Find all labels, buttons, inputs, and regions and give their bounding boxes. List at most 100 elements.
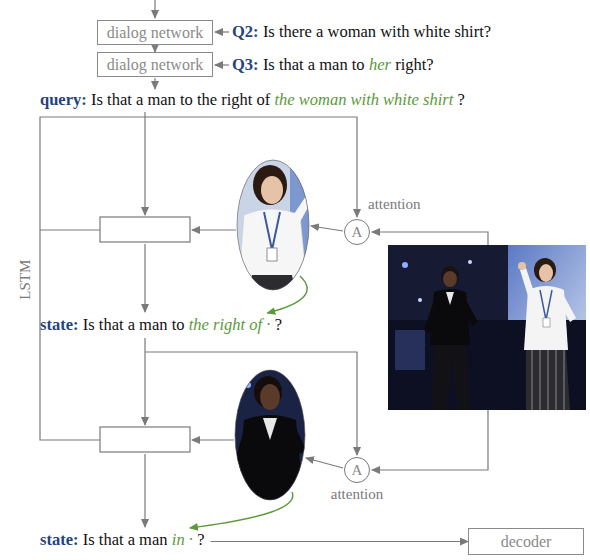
cropped-region [248,275,296,295]
scene-photo [443,271,457,287]
cropped-region [253,165,287,205]
scene-photo [432,345,470,410]
flow-lines [144,338,145,425]
scene-photo [524,286,568,350]
state-line: state: Is that a manin ·? [40,531,205,550]
flow-lines [144,244,145,312]
caption-text: attention [368,196,421,213]
scene-photo [532,350,564,410]
caption-text: LSTM [17,260,34,300]
cropped-region [267,248,277,261]
flow-lines [215,64,229,65]
scene-photo [560,296,576,322]
line-head: query: [40,91,87,110]
flow-lines [372,232,488,245]
scene-photo [518,262,526,270]
cropped-region [230,155,320,295]
lstm-cell [100,217,190,452]
highlight-phrase: her [369,56,391,75]
cropped-region [260,384,280,410]
box-label: dialog network [107,56,203,74]
flow-lines [192,439,234,440]
attention-symbol: A [352,462,363,479]
cropped-region [245,382,251,388]
flow-lines [306,458,343,468]
cropped-region [305,189,315,199]
line-head: Q2: [232,23,259,42]
flow-lines [40,117,357,440]
sentence-text: Is that a man to [83,316,185,335]
scene-photo [402,262,408,268]
cropped-region [235,370,305,500]
flow-lines [154,78,155,89]
scene-photo [395,330,425,370]
scene-photo [462,300,478,326]
flow-lines [192,229,236,230]
highlight-phrase: in · [172,531,193,550]
flow-lines [311,226,343,231]
scene-photo [388,245,586,410]
attention-caption: attention [368,196,421,213]
flow-lines [215,31,229,32]
attention-caption: attention [331,486,384,503]
question-line: Q2:Is there a woman with white shirt? [232,23,491,42]
lstm-cell [100,427,190,452]
cropped-region [230,365,315,505]
attention-circle: A [344,219,370,245]
scene-photo [540,290,552,320]
highlight-phrase: the woman with white shirt [274,91,453,110]
box-label: dialog network [107,24,203,42]
lstm-caption: LSTM [17,260,34,300]
scene-photo [388,245,586,410]
scene-photo [446,292,454,305]
query-line: query:Is that a man to the right ofthe w… [40,91,465,110]
state-line: state:Is that a man tothe right of ·? [40,316,282,335]
caption-text: attention [331,486,384,503]
sentence-text: ? [275,316,282,335]
lstm-cell [100,217,190,242]
cropped-region [290,428,306,454]
decoder-box: decoder [468,528,584,555]
sentence-text: ? [197,531,204,550]
cropped-region [230,155,320,295]
sentence-text: right? [395,56,434,75]
scene-photo [520,268,534,296]
flow-lines [154,0,155,18]
scene-photo [418,298,422,302]
flow-lines [40,229,100,230]
question-line: Q3:Is that a man toherright? [232,56,434,75]
cropped-region [264,212,280,250]
highlight-phrase: the right of · [189,316,271,335]
flow-lines [372,410,488,470]
cropped-region [238,209,308,295]
sentence-text: Is that a man to the right of [91,91,270,110]
cropped-region [236,415,304,505]
scene-photo [441,266,459,286]
scene-photo [526,350,570,410]
dialog-network-box: dialog network [97,52,213,77]
flow-lines [144,112,145,215]
line-head: state: [40,531,78,550]
connector-arrow [154,45,155,52]
scene-photo [424,300,440,334]
sentence-text: Is that a man [83,531,168,550]
attention-circle: A [344,457,370,483]
substitution-arrow [190,492,293,528]
scene-photo [539,264,553,282]
flow-lines [144,454,145,527]
cropped-region [237,160,309,290]
scene-photo [534,258,556,282]
substitution-arrow [267,276,307,313]
dialog-network-box: dialog network [97,20,213,45]
scene-photo [468,260,472,264]
flow-arrow [211,541,468,542]
cropped-region [230,365,315,505]
sentence-text: Is that a man to [263,56,365,75]
scene-photo [543,318,550,327]
cropped-region [263,418,277,440]
cropped-region [261,176,283,204]
